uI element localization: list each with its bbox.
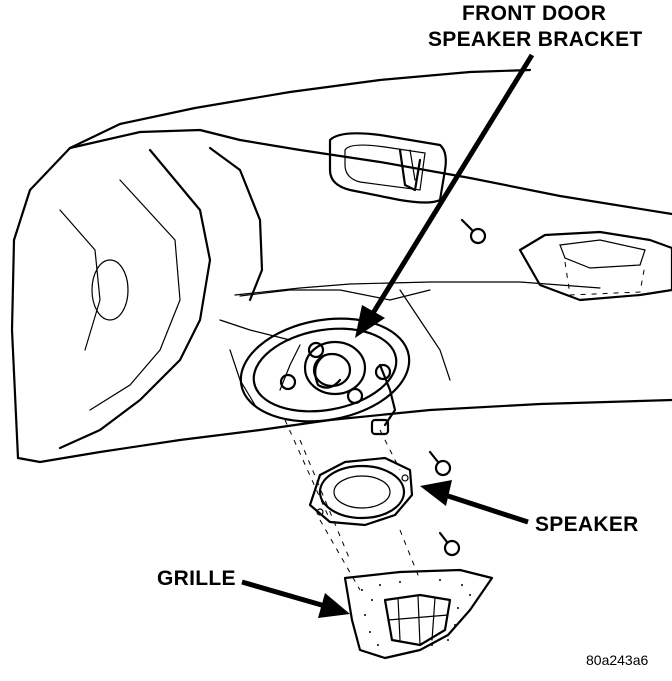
speaker-callout: SPEAKER xyxy=(535,513,639,536)
speaker-upper-screw xyxy=(428,450,452,477)
speaker-unit xyxy=(308,456,414,527)
bracket-arrow xyxy=(355,53,535,338)
speaker-grille xyxy=(343,568,494,660)
grille-callout: GRILLE xyxy=(157,567,236,590)
mounting-screws xyxy=(428,218,487,557)
armrest-pocket xyxy=(518,230,672,302)
door-handle-recess xyxy=(328,132,447,204)
callout-arrows xyxy=(241,53,535,618)
door-inner-panel xyxy=(10,68,672,464)
bracket-callout-line1: FRONT DOOR xyxy=(462,2,607,25)
speaker-arrow xyxy=(420,480,529,525)
figure-id: 80a243a6 xyxy=(586,652,649,668)
handle-screw xyxy=(460,218,487,245)
grille-arrow xyxy=(241,579,350,618)
speaker-wire xyxy=(239,289,431,436)
speaker-lower-screw xyxy=(438,531,461,557)
speaker-bracket xyxy=(239,317,411,423)
bracket-callout-line2: SPEAKER BRACKET xyxy=(428,28,643,51)
